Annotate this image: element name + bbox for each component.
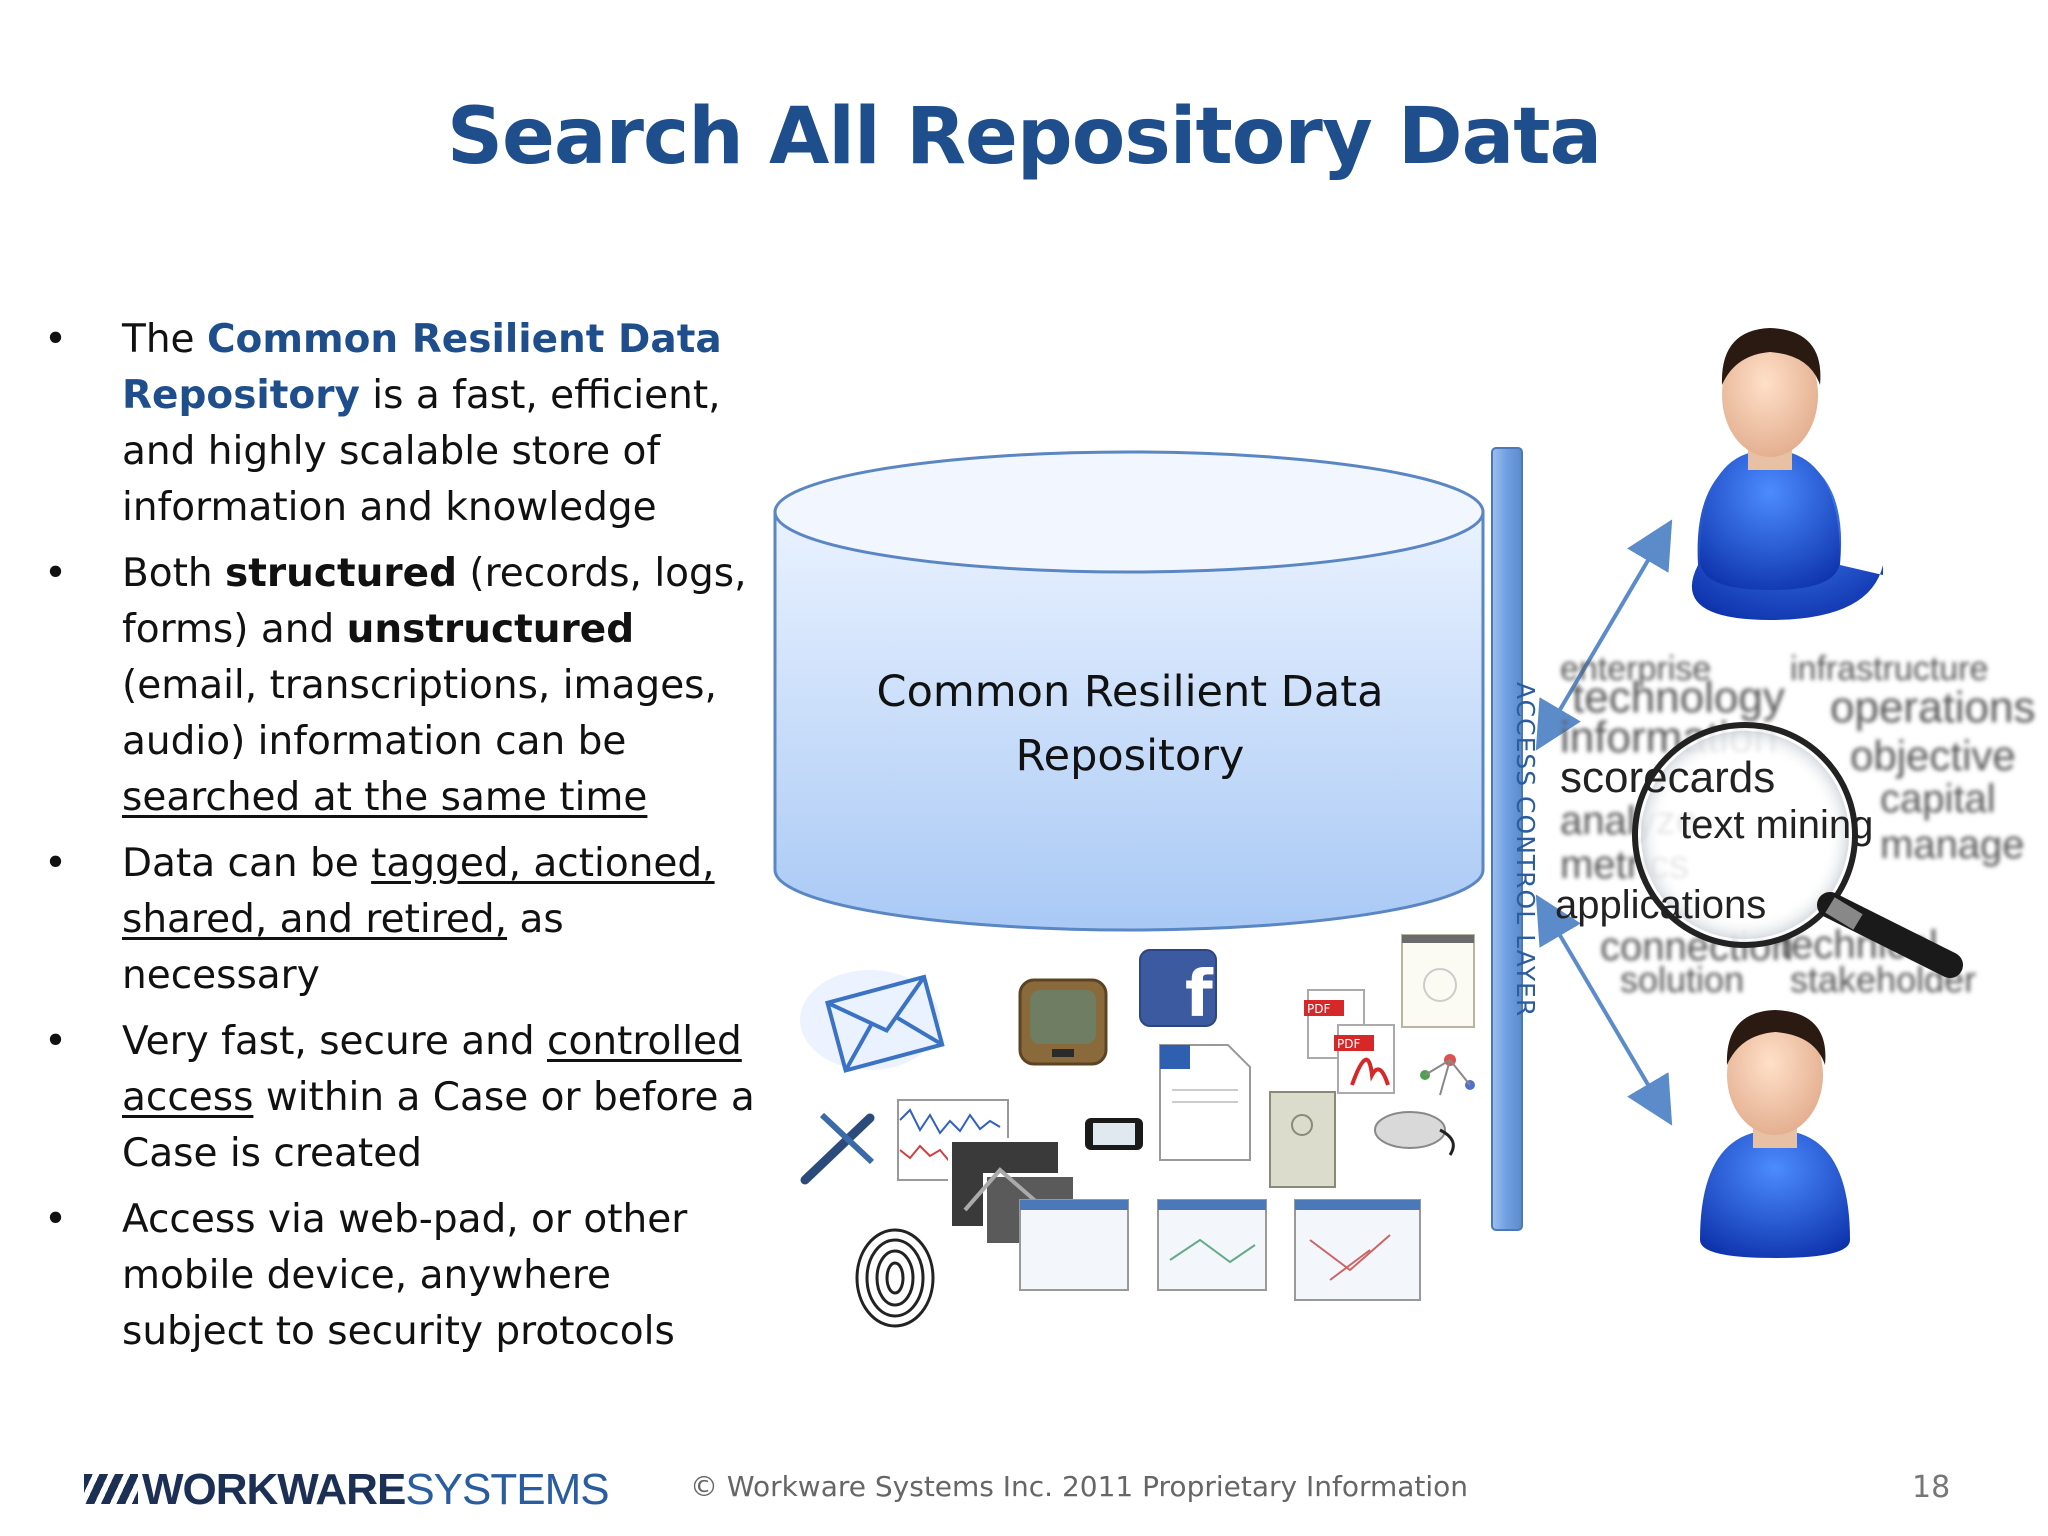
- copyright-notice: © Workware Systems Inc. 2011 Proprietary…: [690, 1470, 1469, 1503]
- repository-cylinder: [773, 450, 1485, 932]
- word-cloud-term: technology: [1572, 673, 1785, 722]
- word-cloud-term: objective: [1850, 732, 2016, 779]
- word-cloud-term: text mining: [1680, 803, 1873, 847]
- user-icon-bottom: [1700, 1010, 1850, 1258]
- bullet-item: • Very fast, secure and controlled access…: [40, 1014, 760, 1182]
- logo-text-light: SYSTEMS: [405, 1465, 609, 1514]
- bullet-glyph: •: [44, 317, 68, 362]
- bullet-text: within a Case or before a Case is create…: [122, 1075, 755, 1176]
- bullet-text: searched at the same time: [122, 775, 648, 820]
- bullet-glyph: •: [44, 1019, 68, 1064]
- mindmap-icon: [1420, 1054, 1475, 1096]
- bullet-text: unstructured: [346, 607, 635, 652]
- word-cloud-term: operations: [1830, 683, 2035, 732]
- email-icon: [800, 970, 945, 1073]
- arrow-top: [1535, 519, 1673, 751]
- bullet-text: Access via web-pad, or other mobile devi…: [122, 1197, 688, 1354]
- word-cloud-term: enterprise: [1560, 650, 1711, 688]
- bullet-text: controlled access: [122, 1019, 742, 1120]
- bullet-text: structured: [225, 551, 458, 596]
- user-icon-top: [1691, 328, 1883, 620]
- bullet-text: (records, logs, forms) and: [122, 551, 747, 652]
- repository-diagram: f PDF PDF: [773, 328, 2035, 1328]
- svg-text:f: f: [1185, 958, 1214, 1032]
- bullet-glyph: •: [44, 1197, 68, 1242]
- logo-slash-icon: [84, 1474, 138, 1504]
- bullet-text: Data can be: [122, 841, 372, 886]
- workware-logo: WORKWARESYSTEMS: [84, 1465, 610, 1515]
- page-number: 18: [1912, 1470, 1951, 1505]
- facebook-icon: f: [1139, 949, 1217, 1032]
- word-cloud-term: capital: [1880, 777, 1996, 821]
- word-cloud-term: infrastructure: [1790, 650, 1988, 688]
- video-icon: [1018, 978, 1108, 1066]
- bullet-item: • Both structured (records, logs, forms) …: [40, 546, 760, 826]
- bullet-text: tagged, actioned, shared, and retired,: [122, 841, 715, 942]
- bullet-glyph: •: [44, 551, 68, 596]
- document-icon: [1159, 1044, 1251, 1161]
- bullet-item: • Data can be tagged, actioned, shared, a…: [40, 836, 760, 1004]
- repository-label-line-1: Common Resilient Data: [876, 667, 1384, 717]
- arrow-bottom: [1535, 894, 1673, 1126]
- fingerprint-icon: [855, 1228, 935, 1328]
- logo-text-bold: WORKWARE: [142, 1465, 406, 1514]
- bullet-item: • Access via web-pad, or other mobile dev…: [40, 1192, 760, 1360]
- word-cloud-term: manage: [1880, 823, 2025, 867]
- notepad-icon: [1401, 934, 1475, 1028]
- device-icon: [1374, 1111, 1455, 1156]
- repository-label-line-2: Repository: [1015, 731, 1245, 781]
- bullet-item: • The Common Resilient Data Repository is…: [40, 312, 760, 536]
- bullet-text: as necessary: [122, 897, 564, 998]
- bullet-glyph: •: [44, 841, 68, 886]
- bullet-text: The: [122, 317, 207, 362]
- bullet-text: Both: [122, 551, 226, 596]
- access-control-layer-label: ACCESS CONTROL LAYER: [1511, 682, 1540, 1018]
- pen-icon: [800, 1112, 875, 1185]
- screenshot-icon: [1019, 1199, 1421, 1301]
- svg-text:PDF: PDF: [1307, 1002, 1330, 1016]
- pdf-icon: PDF PDF: [1304, 989, 1395, 1094]
- word-cloud-term: applications: [1555, 883, 1766, 927]
- phone-icon: [1085, 1118, 1143, 1150]
- access-control-bar: [1491, 447, 1523, 1231]
- word-cloud-term: scorecards: [1560, 753, 1775, 802]
- bullet-list: • The Common Resilient Data Repository is…: [40, 312, 760, 1370]
- slide-title: Search All Repository Data: [446, 92, 1602, 182]
- bullet-text: is a fast, efficient, and highly scalabl…: [122, 373, 721, 530]
- bullet-text: (email, transcriptions, images, audio) i…: [122, 663, 717, 764]
- certificate-icon: [1269, 1091, 1336, 1188]
- bullet-text: Very fast, secure and: [122, 1019, 548, 1064]
- bullet-text: Common Resilient Data Repository: [122, 317, 722, 418]
- repository-label: Common Resilient Data Repository: [830, 660, 1430, 788]
- word-cloud-term: solution: [1620, 959, 1744, 1000]
- svg-text:PDF: PDF: [1337, 1037, 1360, 1051]
